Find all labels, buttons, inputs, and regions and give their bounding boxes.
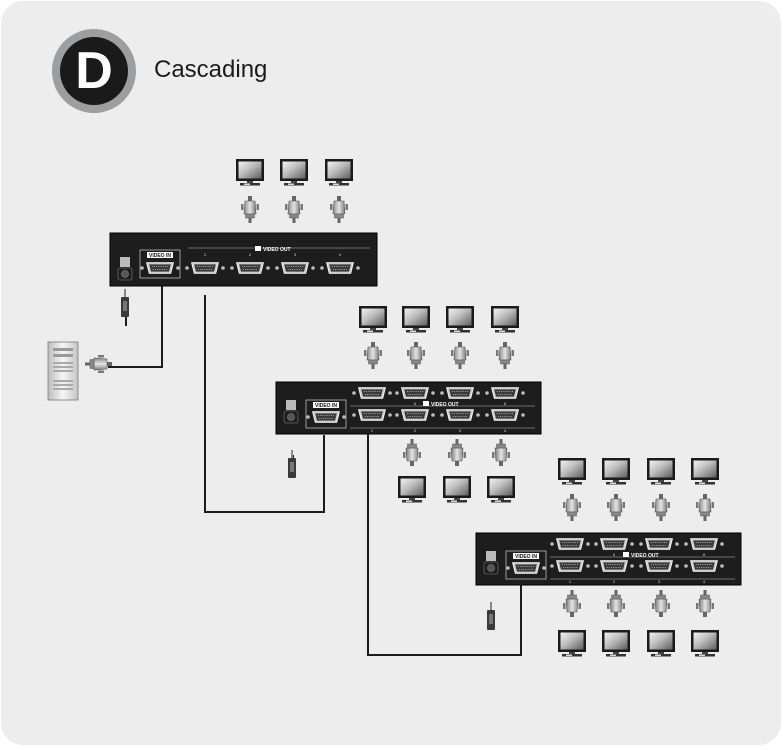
vga-plug-computer [84,354,113,374]
cascade-cable-2 [367,432,522,656]
splitter-2-monitors-bottom [398,438,515,503]
port-label: 8 [504,401,507,406]
video-out-label-1: VIDEO OUT [263,247,291,253]
splitter-3: VIDEO IN VIDEO OUT 1 2 3 4 6 8 [475,532,742,586]
port-label: 8 [703,552,706,557]
port-label: 4 [504,428,507,433]
port-label: 3 [459,428,462,433]
power-plug-1 [121,289,129,317]
port-label: 6 [414,401,417,406]
port-label: 4 [339,252,342,257]
section-title: Cascading [154,56,268,83]
section-letter: D [60,37,128,105]
port-label: 1 [371,428,374,433]
power-jack-3 [483,550,499,575]
port-label: 2 [249,252,252,257]
power-plug-2 [288,450,296,478]
computer-icon [47,341,79,401]
splitter-1-monitors [236,159,353,224]
splitter-1: VIDEO IN VIDEO OUT 1 2 3 4 [109,232,378,287]
port-label: 2 [414,428,417,433]
port-label: 3 [658,579,661,584]
power-jack-1 [117,256,133,281]
section-badge: D [52,29,136,113]
power-plug-3 [487,602,495,630]
port-label: 2 [613,579,616,584]
port-label: 6 [613,552,616,557]
video-in-label-2: VIDEO IN [315,403,337,409]
video-in-label-3: VIDEO IN [515,554,537,560]
port-label: 4 [703,579,706,584]
port-label: 1 [569,579,572,584]
cables [108,285,522,656]
splitter-3-monitors-top [558,458,719,522]
splitter-2: VIDEO IN VIDEO OUT 1 2 3 4 6 8 [275,381,542,435]
splitter-3-monitors-bottom [558,589,719,657]
pc-to-splitter-cable [108,285,163,368]
video-out-label-3: VIDEO OUT [631,553,659,559]
video-out-label-2: VIDEO OUT [431,402,459,408]
video-in-label-1: VIDEO IN [149,253,171,259]
splitter-2-monitors-top [359,306,519,370]
cascade-cable-1 [204,295,325,513]
port-label: 3 [294,252,297,257]
port-label: 1 [204,252,207,257]
power-jack-2 [283,399,299,424]
